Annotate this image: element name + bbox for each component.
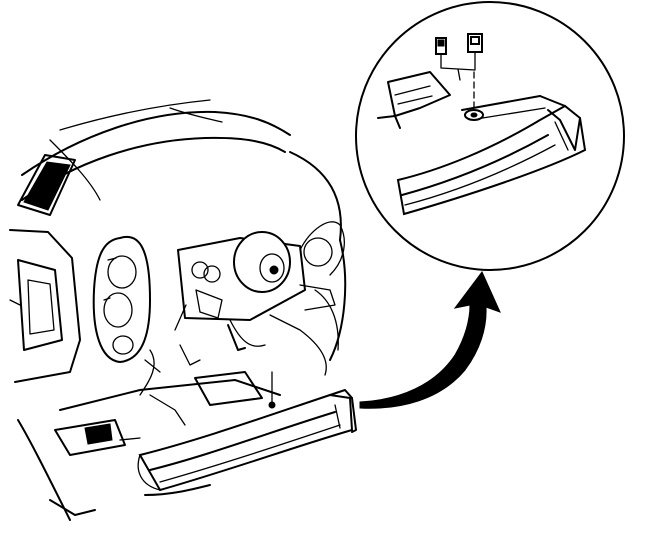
steering-column bbox=[174, 221, 345, 331]
instrument-cluster bbox=[92, 235, 151, 363]
detail-fastener-hole bbox=[464, 71, 484, 121]
left-air-vent bbox=[17, 154, 76, 216]
detail-dash-fragment bbox=[377, 71, 451, 129]
electrical-connectors bbox=[435, 33, 483, 81]
right-dash-contour bbox=[289, 151, 347, 361]
dashboard-top bbox=[21, 99, 291, 201]
lower-air-duct bbox=[137, 389, 357, 496]
main-view bbox=[9, 99, 357, 521]
detail-view bbox=[355, 1, 625, 271]
detail-duct bbox=[396, 95, 587, 216]
left-side-panel bbox=[9, 229, 96, 521]
curved-arrow-icon bbox=[359, 271, 501, 409]
duct-fastener bbox=[268, 371, 276, 409]
wiring-harness bbox=[139, 314, 327, 396]
lower-trim-panel bbox=[54, 371, 281, 456]
